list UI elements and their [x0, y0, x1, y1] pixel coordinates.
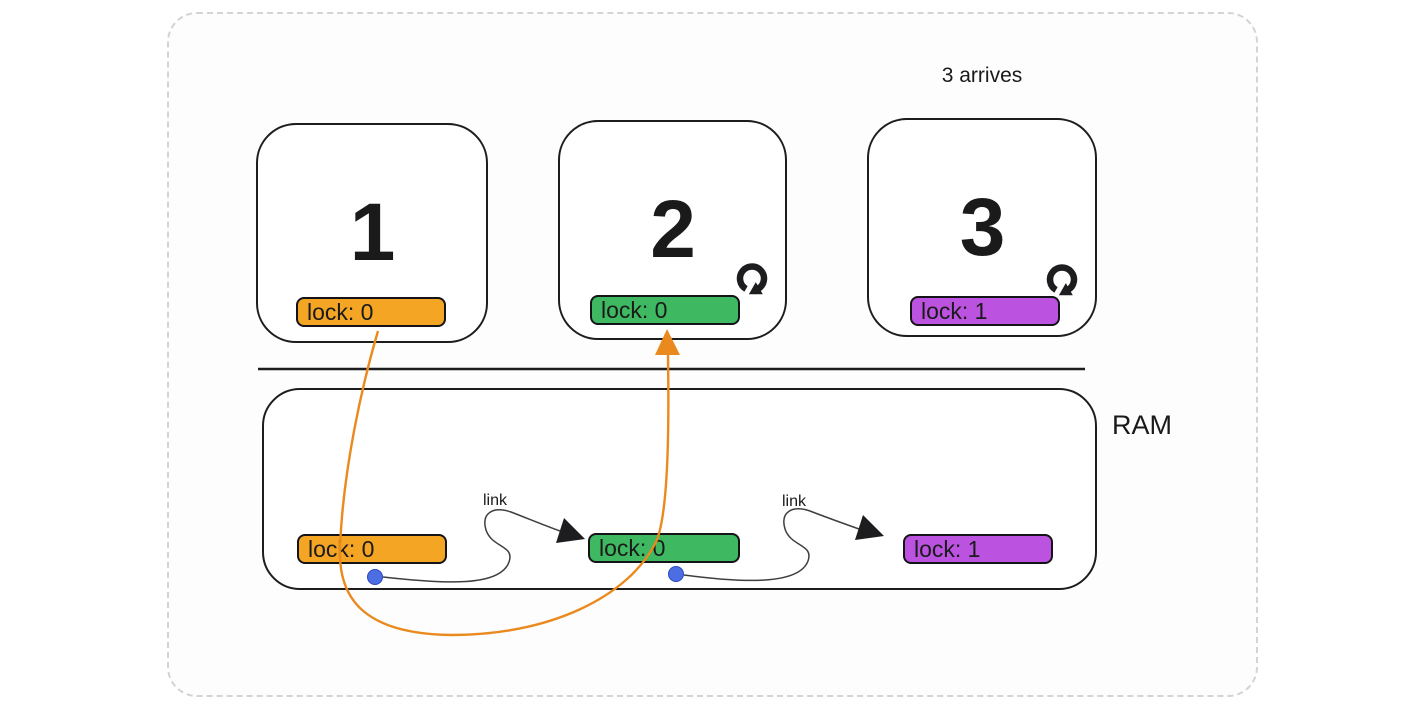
thread-3-annotation: 3 arrives	[941, 64, 1023, 87]
ram-node-2-lock-badge: lock: 0	[588, 533, 740, 563]
thread-3-lock-badge: lock: 1	[910, 296, 1060, 326]
spin-retry-icon	[736, 263, 768, 295]
pointer-dot	[668, 566, 684, 582]
thread-number: 2	[650, 184, 696, 275]
thread-1-lock-badge: lock: 0	[296, 297, 446, 327]
thread-number: 1	[349, 187, 396, 278]
dashed-frame	[167, 12, 1258, 697]
lock-value-label: lock: 0	[308, 535, 375, 562]
link-label-2: link	[781, 493, 807, 510]
thread-2-lock-badge: lock: 0	[590, 295, 740, 325]
link-label-1: link	[482, 492, 508, 509]
thread-number: 3	[959, 181, 1006, 273]
ram-node-1-lock-badge: lock: 0	[297, 534, 447, 564]
lock-value-label: lock: 0	[601, 296, 668, 323]
ram-label: RAM	[1112, 410, 1172, 440]
ram-node-3-lock-badge: lock: 1	[903, 534, 1053, 564]
lock-value-label: lock: 1	[914, 535, 981, 562]
lock-value-label: lock: 0	[599, 534, 666, 561]
pointer-dot	[367, 569, 383, 585]
lock-value-label: lock: 0	[307, 298, 374, 325]
spin-retry-icon	[1046, 264, 1078, 296]
lock-value-label: lock: 1	[921, 297, 988, 324]
